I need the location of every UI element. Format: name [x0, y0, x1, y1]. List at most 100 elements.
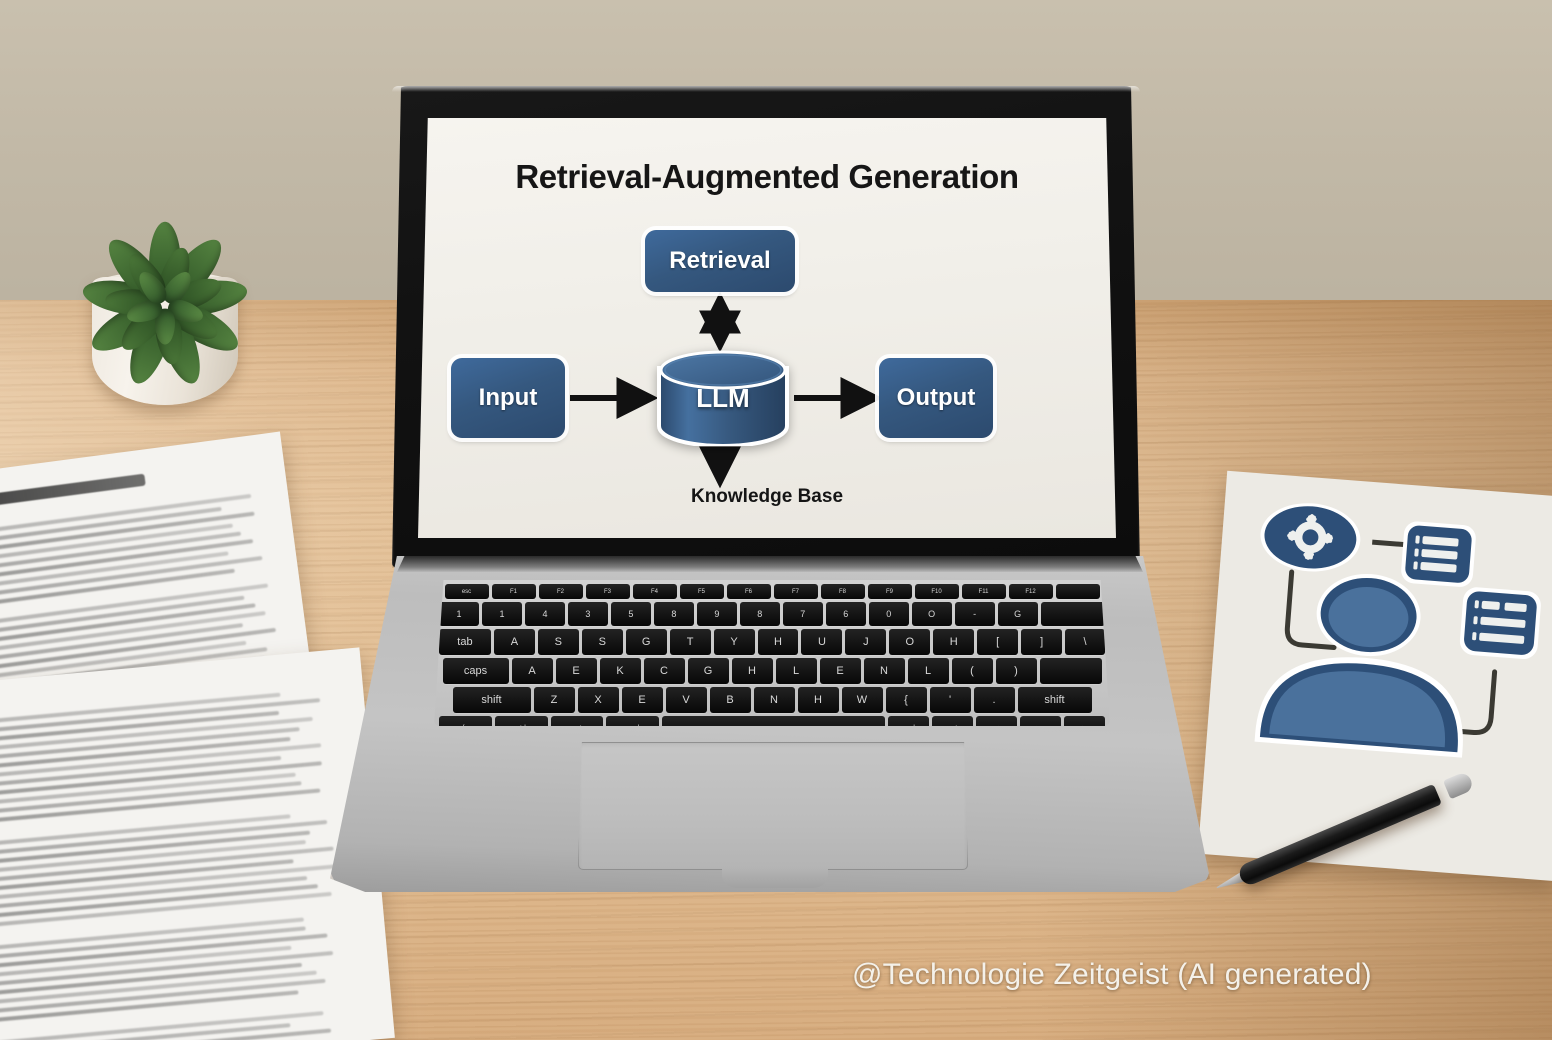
diagram-arrows	[570, 291, 883, 489]
keyboard-key[interactable]: {	[885, 687, 927, 713]
keyboard-key[interactable]: F6	[726, 584, 771, 599]
watermark: @Technologie Zeitgeist (AI generated)	[852, 958, 1372, 991]
keyboard-key[interactable]: ▲▼	[1019, 716, 1061, 726]
keyboard-key[interactable]: F9	[867, 584, 912, 599]
keyboard-key[interactable]: X	[577, 687, 619, 713]
keyboard-key[interactable]: 1	[439, 602, 480, 626]
keyboard-key[interactable]: H	[797, 687, 839, 713]
keyboard-key[interactable]: U	[801, 629, 843, 655]
keyboard-key[interactable]: esc	[444, 584, 489, 599]
keyboard-key[interactable]: )	[995, 658, 1037, 684]
keyboard-key[interactable]: N	[863, 658, 905, 684]
keyboard-key[interactable]: H	[933, 629, 975, 655]
keyboard-key[interactable]: F8	[820, 584, 865, 599]
keyboard-key[interactable]: [	[977, 629, 1019, 655]
keyboard-key[interactable]: L	[775, 658, 817, 684]
keyboard-key[interactable]: '	[929, 687, 971, 713]
keyboard-key[interactable]: 5	[610, 602, 651, 626]
keyboard-key[interactable]: 7	[782, 602, 823, 626]
keyboard-key[interactable]: 1	[482, 602, 522, 626]
keyboard-key[interactable]: fn	[439, 716, 492, 726]
keyboard-key[interactable]: C	[643, 658, 685, 684]
keyboard-key[interactable]: B	[709, 687, 751, 713]
keyboard-key[interactable]: G	[687, 658, 729, 684]
keyboard-key[interactable]: O	[911, 602, 952, 626]
keyboard-key[interactable]: F3	[585, 584, 630, 599]
keyboard-key[interactable]: S	[581, 629, 623, 655]
keyboard-key[interactable]: F10	[914, 584, 959, 599]
node-retrieval[interactable]: Retrieval	[645, 230, 795, 292]
keyboard-key[interactable]: ctrl	[494, 716, 548, 726]
keyboard-key[interactable]: ]	[1021, 629, 1063, 655]
keyboard-key[interactable]: (	[951, 658, 993, 684]
node-llm-cylinder[interactable]	[657, 350, 789, 446]
laptop-hinge	[397, 556, 1143, 572]
keyboard-key[interactable]: opt	[931, 716, 973, 726]
keyboard-key[interactable]: K	[599, 658, 641, 684]
laptop: Retrieval-Augmented Generation	[330, 86, 1210, 906]
node-output[interactable]: Output	[879, 358, 993, 438]
keyboard-key[interactable]: ◄	[975, 716, 1017, 726]
keyboard-key[interactable]: cmd	[887, 716, 929, 726]
connector-doc-to-user	[1415, 669, 1498, 735]
keyboard-key[interactable]: \	[1065, 629, 1106, 655]
keyboard-key[interactable]	[1040, 602, 1105, 626]
keyboard-key[interactable]: Y	[713, 629, 755, 655]
keyboard-key[interactable]: A	[493, 629, 535, 655]
keyboard-key[interactable]: N	[753, 687, 795, 713]
keyboard-key[interactable]	[662, 716, 885, 726]
keyboard-key[interactable]: shift	[1017, 687, 1092, 713]
rag-diagram: Retrieval Input Output	[418, 118, 1116, 538]
diagram-sheet-right	[1197, 470, 1552, 882]
keyboard-key[interactable]: F5	[679, 584, 724, 599]
keyboard-key[interactable]: F1	[491, 584, 536, 599]
keyboard-key[interactable]: 0	[868, 602, 909, 626]
keyboard-key[interactable]: G	[997, 602, 1038, 626]
keyboard-key[interactable]: S	[537, 629, 579, 655]
keyboard-key[interactable]: H	[731, 658, 773, 684]
keyboard-key[interactable]: F2	[538, 584, 583, 599]
keyboard-key[interactable]	[1055, 584, 1100, 599]
keyboard-key[interactable]: tab	[438, 629, 491, 655]
keyboard-key[interactable]: H	[757, 629, 799, 655]
keyboard-key[interactable]: E	[555, 658, 597, 684]
keyboard-key[interactable]: T	[669, 629, 711, 655]
keyboard-key[interactable]: 3	[567, 602, 608, 626]
keyboard-key[interactable]: F4	[632, 584, 677, 599]
trackpad[interactable]	[578, 742, 968, 870]
icon-diagram	[1254, 503, 1541, 758]
keyboard-key[interactable]: 6	[825, 602, 866, 626]
keyboard-key[interactable]: shift	[452, 687, 531, 713]
keyboard-key[interactable]	[1039, 658, 1102, 684]
keyboard-key[interactable]: L	[907, 658, 949, 684]
keyboard-key[interactable]: 9	[696, 602, 737, 626]
keyboard-key[interactable]: W	[841, 687, 883, 713]
keyboard-key[interactable]: opt	[550, 716, 604, 726]
keyboard-key[interactable]: 8	[739, 602, 780, 626]
keyboard-key[interactable]: ►	[1063, 716, 1105, 726]
slide-title: Retrieval-Augmented Generation	[515, 158, 1019, 195]
keyboard-key[interactable]: 4	[524, 602, 565, 626]
keyboard-key[interactable]: -	[954, 602, 995, 626]
keyboard-key[interactable]: cmd	[606, 716, 660, 726]
keyboard-key[interactable]: F11	[961, 584, 1006, 599]
keyboard-key[interactable]: 8	[653, 602, 694, 626]
keyboard-key[interactable]: V	[665, 687, 707, 713]
document-list-icon-1	[1401, 521, 1476, 587]
keyboard-key[interactable]: O	[889, 629, 931, 655]
keyboard-key[interactable]: F12	[1008, 584, 1053, 599]
keyboard-key[interactable]: J	[845, 629, 887, 655]
keyboard-key[interactable]: F7	[773, 584, 818, 599]
keyboard-key[interactable]: caps	[442, 658, 509, 684]
keyboard-key[interactable]: E	[621, 687, 663, 713]
keyboard-key[interactable]: A	[511, 658, 553, 684]
paper-text-line	[0, 692, 281, 727]
node-input[interactable]: Input	[451, 358, 565, 438]
keyboard-key[interactable]: .	[973, 687, 1015, 713]
keyboard-key[interactable]: E	[819, 658, 861, 684]
keyboard-key[interactable]: Z	[533, 687, 575, 713]
keyboard-key[interactable]: G	[625, 629, 667, 655]
